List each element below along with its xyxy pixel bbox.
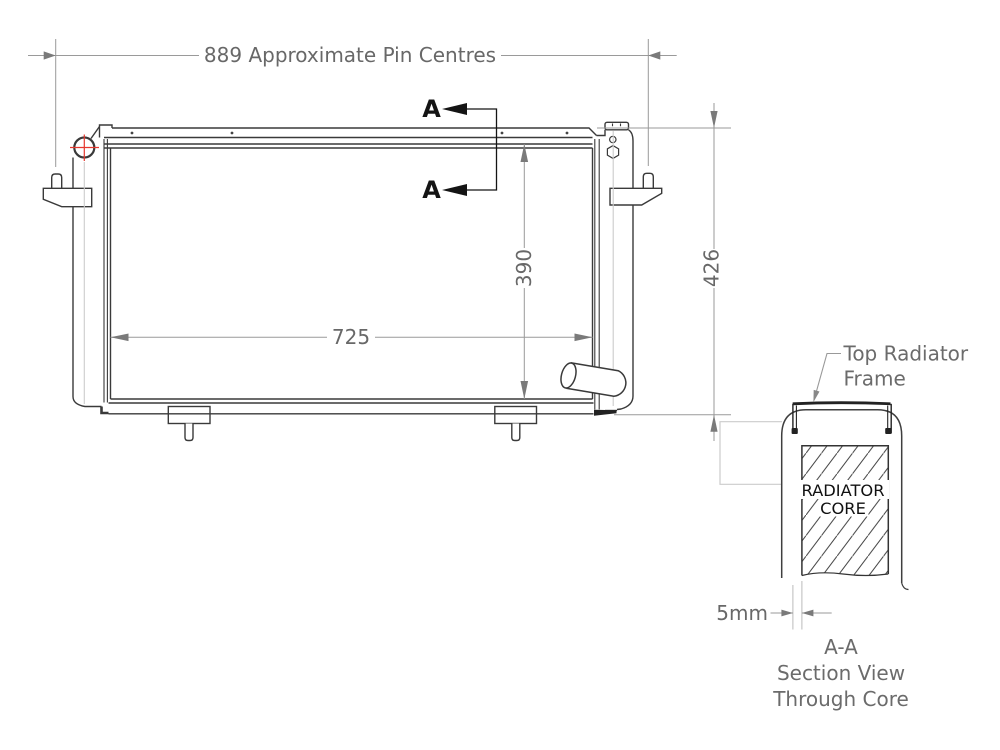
bottom-mounts (167, 405, 538, 442)
leader-text-line1: Top Radiator (843, 342, 969, 366)
caption-line3: Through Core (772, 687, 909, 711)
section-detail-view: RADIATOR CORE Top Radiator Frame A-A Sec… (719, 342, 969, 711)
dimensions (28, 39, 832, 630)
dim-text-overall-height: 426 (700, 249, 724, 287)
construction-box (719, 421, 782, 485)
filler-cap-centre-mark (70, 134, 99, 161)
right-bracket (609, 172, 663, 206)
section-caption: A-A Section View Through Core (772, 635, 909, 711)
core-label-line1: RADIATOR (801, 481, 884, 500)
left-bracket (42, 173, 93, 208)
section-cut-marker: A A (422, 95, 498, 204)
dim-text-core-height: 390 (512, 249, 536, 287)
core-label-line2: CORE (820, 499, 866, 518)
top-frame (98, 124, 597, 149)
dim-frame-gap (770, 581, 832, 630)
right-tank (591, 121, 634, 412)
radiator-core-section: RADIATOR CORE (797, 444, 890, 577)
frame-leader: Top Radiator Frame (813, 342, 969, 403)
left-tank (72, 126, 112, 415)
dim-core-height (520, 144, 529, 399)
tank-outline-section (780, 408, 909, 591)
section-label-top: A (422, 95, 441, 123)
dim-overall-height (597, 103, 731, 441)
dim-core-width (110, 333, 593, 342)
outlet-tube (560, 361, 627, 398)
overflow-cap (604, 121, 630, 131)
caption-line1: A-A (824, 635, 858, 659)
radiator-front-view (42, 121, 663, 442)
dim-text-pin-centres: 889 Approximate Pin Centres (204, 43, 496, 67)
tank-centre-lines (83, 131, 614, 406)
dim-pin-centres (28, 39, 677, 167)
dim-text-frame-gap: 5mm (716, 601, 768, 625)
section-label-bottom: A (422, 176, 441, 204)
rivet-dots (130, 131, 569, 135)
caption-line2: Section View (777, 661, 905, 685)
leader-text-line2: Frame (844, 367, 906, 391)
top-frame-channel (791, 401, 892, 434)
dim-text-core-width: 725 (332, 325, 370, 349)
